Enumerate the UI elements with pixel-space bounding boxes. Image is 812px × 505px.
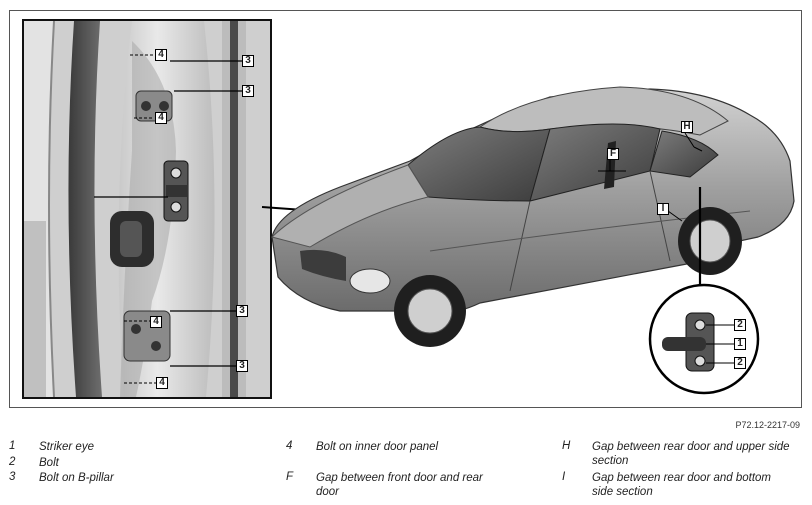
legend-item: 2 Bolt: [9, 456, 279, 470]
car-illustration: [261, 86, 795, 395]
legend-item: 4 Bolt on inner door panel: [286, 440, 546, 454]
callout-3: 3: [242, 85, 254, 97]
legend-key: 4: [286, 440, 293, 452]
legend-text: Striker eye: [39, 441, 94, 453]
legend-key: F: [286, 471, 294, 483]
callout-2: 2: [734, 357, 746, 369]
callout-4: 4: [155, 112, 167, 124]
legend-text: Bolt on inner door panel: [316, 441, 439, 453]
figure-code: P72.12-2217-09: [735, 420, 800, 430]
legend-item: F Gap between front door and rear door: [286, 471, 546, 501]
callout-2: 2: [734, 319, 746, 331]
b-pillar-detail-view: 4 3 3 4 3 4 3 4: [22, 19, 272, 399]
callout-3: 3: [236, 305, 248, 317]
legend-item: H Gap between rear door and upper side s…: [562, 440, 802, 470]
legend-key: 3: [9, 471, 16, 483]
callout-H: H: [681, 121, 693, 133]
legend-text: Gap between rear door and upper side sec…: [592, 441, 790, 467]
legend-text: Gap between rear door and bottom side se…: [592, 472, 772, 498]
legend-item: 3 Bolt on B-pillar: [9, 471, 279, 485]
callout-F: F: [607, 148, 619, 160]
illustration-frame: 4 3 3 4 3 4 3 4: [9, 10, 802, 408]
callout-3: 3: [242, 55, 254, 67]
legend-key: 2: [9, 456, 16, 468]
legend-item: I Gap between rear door and bottom side …: [562, 471, 802, 501]
callout-4: 4: [155, 49, 167, 61]
legend-text: Bolt: [39, 457, 59, 469]
legend-text: Gap between front door and rear door: [316, 472, 483, 498]
callout-3: 3: [236, 360, 248, 372]
callout-1: 1: [734, 338, 746, 350]
legend-key: 1: [9, 440, 16, 452]
legend-key: I: [562, 471, 566, 483]
callout-4: 4: [150, 316, 162, 328]
legend-key: H: [562, 440, 571, 452]
legend: 1 Striker eye 2 Bolt 3 Bolt on B-pillar …: [9, 440, 802, 502]
legend-item: 1 Striker eye: [9, 440, 279, 454]
b-pillar-drawing: [24, 21, 270, 397]
legend-text: Bolt on B-pillar: [39, 472, 114, 484]
callout-4: 4: [156, 377, 168, 389]
callout-I: I: [657, 203, 669, 215]
